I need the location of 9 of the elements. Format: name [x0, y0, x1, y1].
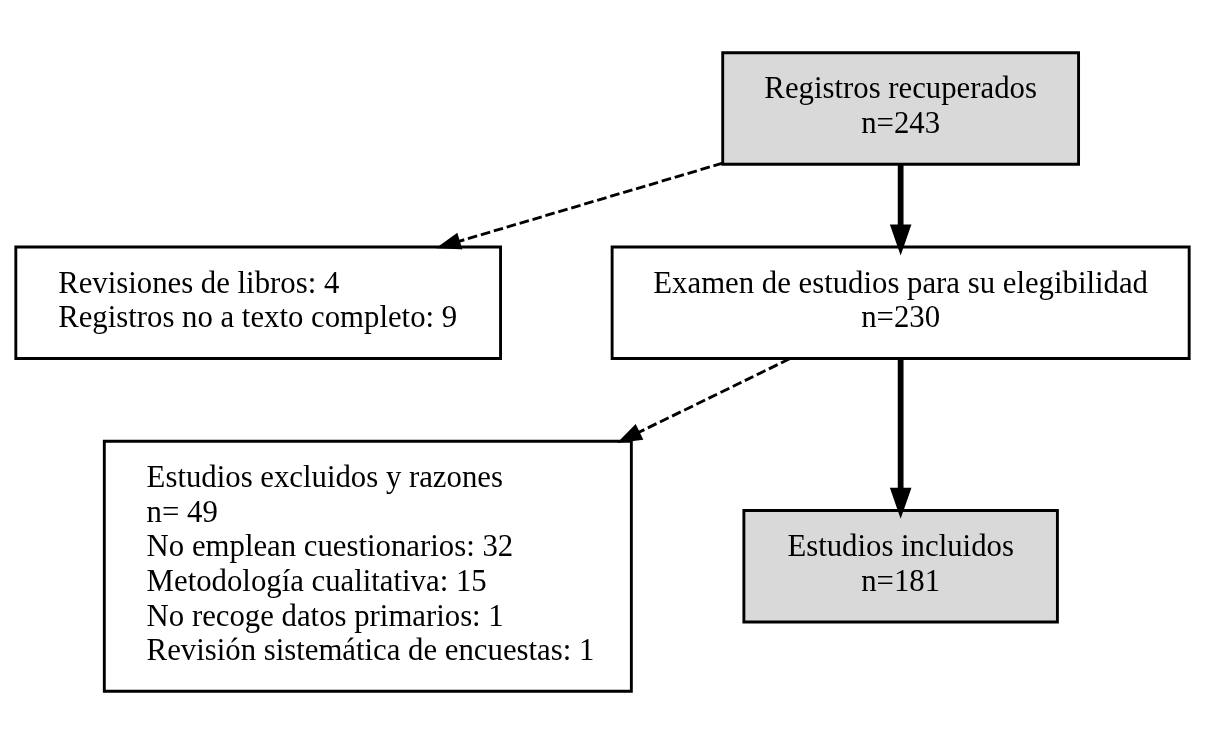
arrow	[617, 357, 791, 443]
node-box: Estudios excluidos y razones n= 49 No emplean cuestionarios: 32 Metodología cualitativa: 15 No recoge datos primarios: 1 Revisión sistemática de encuestas: 1	[102, 439, 633, 693]
arrow	[889, 164, 912, 256]
node-box: Estudios incluidos n=181	[742, 509, 1059, 624]
node-box: Examen de estudios para su elegibilidad n=230	[610, 245, 1191, 360]
arrow	[435, 161, 723, 250]
node-box: Registros recuperados n=243	[721, 51, 1080, 166]
node-box: Revisiones de libros: 4 Registros no a texto completo: 9	[14, 245, 502, 360]
arrow	[889, 359, 912, 519]
